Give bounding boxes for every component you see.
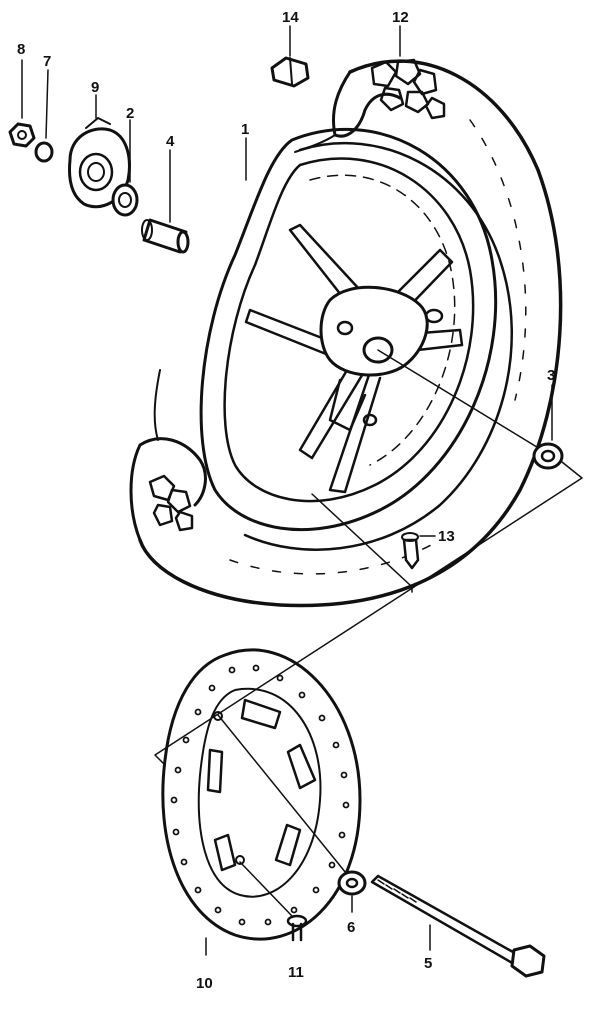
bolt-part-11 bbox=[239, 861, 308, 942]
callout-1: 1 bbox=[241, 121, 249, 138]
washer-part-6 bbox=[337, 870, 367, 913]
callout-13: 13 bbox=[438, 528, 455, 545]
assembly-guide-lines bbox=[154, 461, 583, 879]
gearbox-part-9 bbox=[68, 94, 131, 209]
valve-part-13 bbox=[401, 532, 436, 570]
tread-pattern-top bbox=[370, 58, 446, 120]
wheel-rim bbox=[199, 128, 498, 532]
callout-3: 3 bbox=[547, 367, 555, 384]
callout-6: 6 bbox=[347, 919, 355, 936]
brake-disc-part-10 bbox=[161, 648, 362, 956]
callout-4: 4 bbox=[166, 133, 175, 150]
spacer-tube-part-4 bbox=[141, 149, 190, 254]
callout-5: 5 bbox=[424, 955, 432, 972]
axle-centerline bbox=[377, 349, 546, 453]
callout-8: 8 bbox=[17, 41, 25, 58]
wheel-hub bbox=[319, 285, 444, 432]
washer-part-7 bbox=[34, 69, 54, 163]
callout-labels: 1 2 3 4 5 6 7 8 9 10 11 12 13 14 bbox=[17, 9, 555, 992]
clip-part-14 bbox=[270, 25, 310, 88]
spacer-part-3 bbox=[532, 384, 564, 470]
tread-pattern-bottom bbox=[148, 474, 194, 532]
disc-holes bbox=[170, 664, 350, 926]
nut-part-8 bbox=[8, 59, 36, 148]
callout-10: 10 bbox=[196, 975, 213, 992]
tire bbox=[129, 58, 563, 608]
axle-part-5 bbox=[370, 874, 546, 978]
callout-7: 7 bbox=[43, 53, 51, 70]
callout-12: 12 bbox=[392, 9, 409, 26]
callout-2: 2 bbox=[126, 105, 134, 122]
callout-11: 11 bbox=[288, 964, 304, 981]
callout-9: 9 bbox=[91, 79, 99, 96]
callout-14: 14 bbox=[282, 9, 299, 26]
bearing-part-2 bbox=[111, 119, 139, 217]
